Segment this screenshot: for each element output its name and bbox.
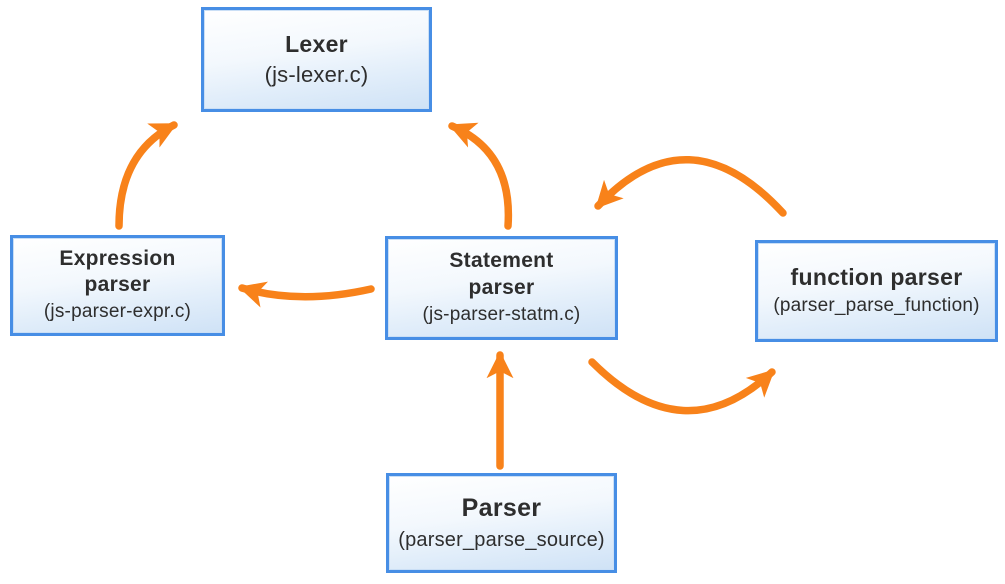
- node-function-parser-title: function parser: [790, 264, 963, 291]
- node-parser-subtitle: (parser_parse_source): [398, 528, 605, 551]
- node-parser-title: Parser: [461, 494, 542, 523]
- node-expression-parser-subtitle: (js-parser-expr.c): [43, 301, 192, 323]
- node-lexer-subtitle: (js-lexer.c): [264, 61, 369, 87]
- node-statement-parser: Statement parser (js-parser-statm.c): [385, 236, 618, 340]
- node-function-parser-subtitle: (parser_parse_function): [773, 295, 980, 317]
- arrow-function-parser-to-statement-parser: [594, 156, 787, 217]
- node-function-parser: function parser (parser_parse_function): [755, 240, 998, 342]
- arrow-statement-parser-to-expression-parser: [238, 281, 375, 308]
- node-parser: Parser (parser_parse_source): [386, 473, 617, 573]
- arrow-statement-parser-to-lexer: [448, 122, 513, 230]
- node-statement-parser-subtitle: (js-parser-statm.c): [422, 303, 581, 325]
- node-expression-parser: Expression parser (js-parser-expr.c): [10, 235, 225, 336]
- node-expression-parser-title: Expression parser: [59, 246, 176, 297]
- arrow-expression-parser-to-lexer: [115, 121, 178, 230]
- arrow-statement-parser-to-function-parser: [588, 358, 776, 415]
- node-lexer: Lexer (js-lexer.c): [201, 7, 432, 112]
- node-statement-parser-title: Statement parser: [449, 249, 554, 299]
- node-lexer-title: Lexer: [285, 30, 348, 57]
